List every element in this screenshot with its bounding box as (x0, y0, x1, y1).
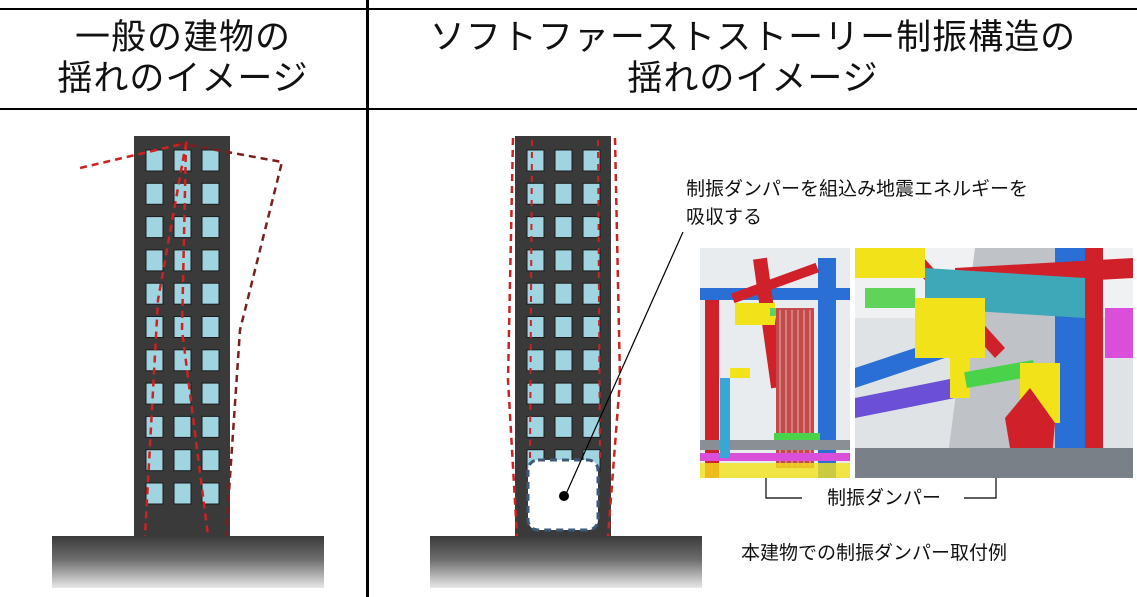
left-building-window (173, 415, 192, 438)
right-building-window (526, 216, 545, 239)
right-building-window (526, 182, 545, 205)
right-title-line2: 揺れのイメージ (627, 59, 879, 99)
left-building-window (173, 249, 192, 272)
right-building-window (582, 282, 601, 305)
left-building-window (201, 216, 220, 239)
left-building-window (145, 216, 164, 239)
right-building-window (582, 249, 601, 272)
left-title-line2: 揺れのイメージ (57, 59, 309, 99)
damper-photo-right-image (855, 248, 1133, 478)
left-building-window (173, 349, 192, 372)
panel-divider (366, 0, 369, 597)
left-building-window (173, 449, 192, 472)
right-building-window (582, 316, 601, 338)
left-building-window (145, 415, 164, 438)
left-building-window (145, 149, 164, 172)
left-building-window (145, 249, 164, 272)
right-building-window (526, 415, 545, 438)
left-building-window (145, 316, 164, 338)
ground-right (430, 536, 702, 588)
deform-inner-left (529, 139, 533, 461)
right-building-window (554, 282, 573, 305)
building-right-windows (526, 149, 601, 472)
damper-annotation: 制振ダンパーを組込み地震エネルギーを 吸収する (686, 175, 1136, 231)
right-building-window (526, 382, 545, 405)
header-divider (0, 108, 1137, 110)
annotation-line2: 吸収する (686, 206, 763, 228)
deform-outline-right (606, 137, 622, 537)
building-left-windows (145, 149, 220, 505)
left-building-window (173, 382, 192, 405)
left-building-window (201, 282, 220, 305)
left-building-window (201, 449, 220, 472)
annotation-leader-line (565, 231, 684, 495)
photo-caption: 本建物での制振ダンパー取付例 (741, 542, 1008, 564)
right-building-window (554, 415, 573, 438)
right-building-window (582, 415, 601, 438)
left-building-window (201, 415, 220, 438)
left-building-window (145, 182, 164, 205)
left-building-window (145, 482, 164, 505)
right-building-window (582, 149, 601, 172)
damper-photo-right (855, 248, 1133, 478)
annotation-line1: 制振ダンパーを組込み地震エネルギーを (686, 178, 1029, 200)
sway-outline-center (180, 142, 210, 537)
left-building-window (201, 382, 220, 405)
left-building-window (201, 482, 220, 505)
right-building-window (554, 382, 573, 405)
left-building-window (201, 149, 220, 172)
left-panel-title: 一般の建物の 揺れのイメージ (0, 18, 366, 100)
right-building-window (526, 249, 545, 272)
right-building-window (554, 216, 573, 239)
damper-label: 制振ダンパー (804, 484, 964, 512)
left-building-window (173, 182, 192, 205)
right-panel-title: ソフトファーストストーリー制振構造の 揺れのイメージ (369, 18, 1137, 100)
left-building-window (201, 182, 220, 205)
top-rule (0, 8, 1137, 10)
right-building-window (582, 349, 601, 372)
right-building-window (554, 149, 573, 172)
soft-first-story-diagram (506, 136, 997, 537)
damper-photo-left (700, 248, 850, 478)
left-title-line1: 一般の建物の (74, 18, 291, 58)
right-building-window (554, 249, 573, 272)
left-building-window (201, 349, 220, 372)
right-building-window (582, 382, 601, 405)
ground-left (52, 536, 324, 588)
right-building-window (526, 149, 545, 172)
right-building-window (554, 349, 573, 372)
right-building-window (526, 282, 545, 305)
right-building-window (526, 316, 545, 338)
right-building-window (554, 182, 573, 205)
right-building-window (554, 316, 573, 338)
left-building-window (173, 482, 192, 505)
deform-inner-right (597, 139, 601, 461)
left-building-window (201, 249, 220, 272)
ordinary-building-diagram (79, 136, 284, 537)
deform-outline-left (506, 137, 519, 537)
damper-photo-left-image (700, 248, 850, 478)
damper-marker (559, 491, 569, 501)
right-building-window (582, 182, 601, 205)
sway-outline-left (79, 141, 188, 537)
left-building-window (201, 316, 220, 338)
right-building-window (526, 349, 545, 372)
sway-outline-right (177, 141, 284, 537)
right-building-window (582, 216, 601, 239)
left-building-window (173, 216, 192, 239)
right-title-line1: ソフトファーストストーリー制振構造の (429, 18, 1077, 58)
